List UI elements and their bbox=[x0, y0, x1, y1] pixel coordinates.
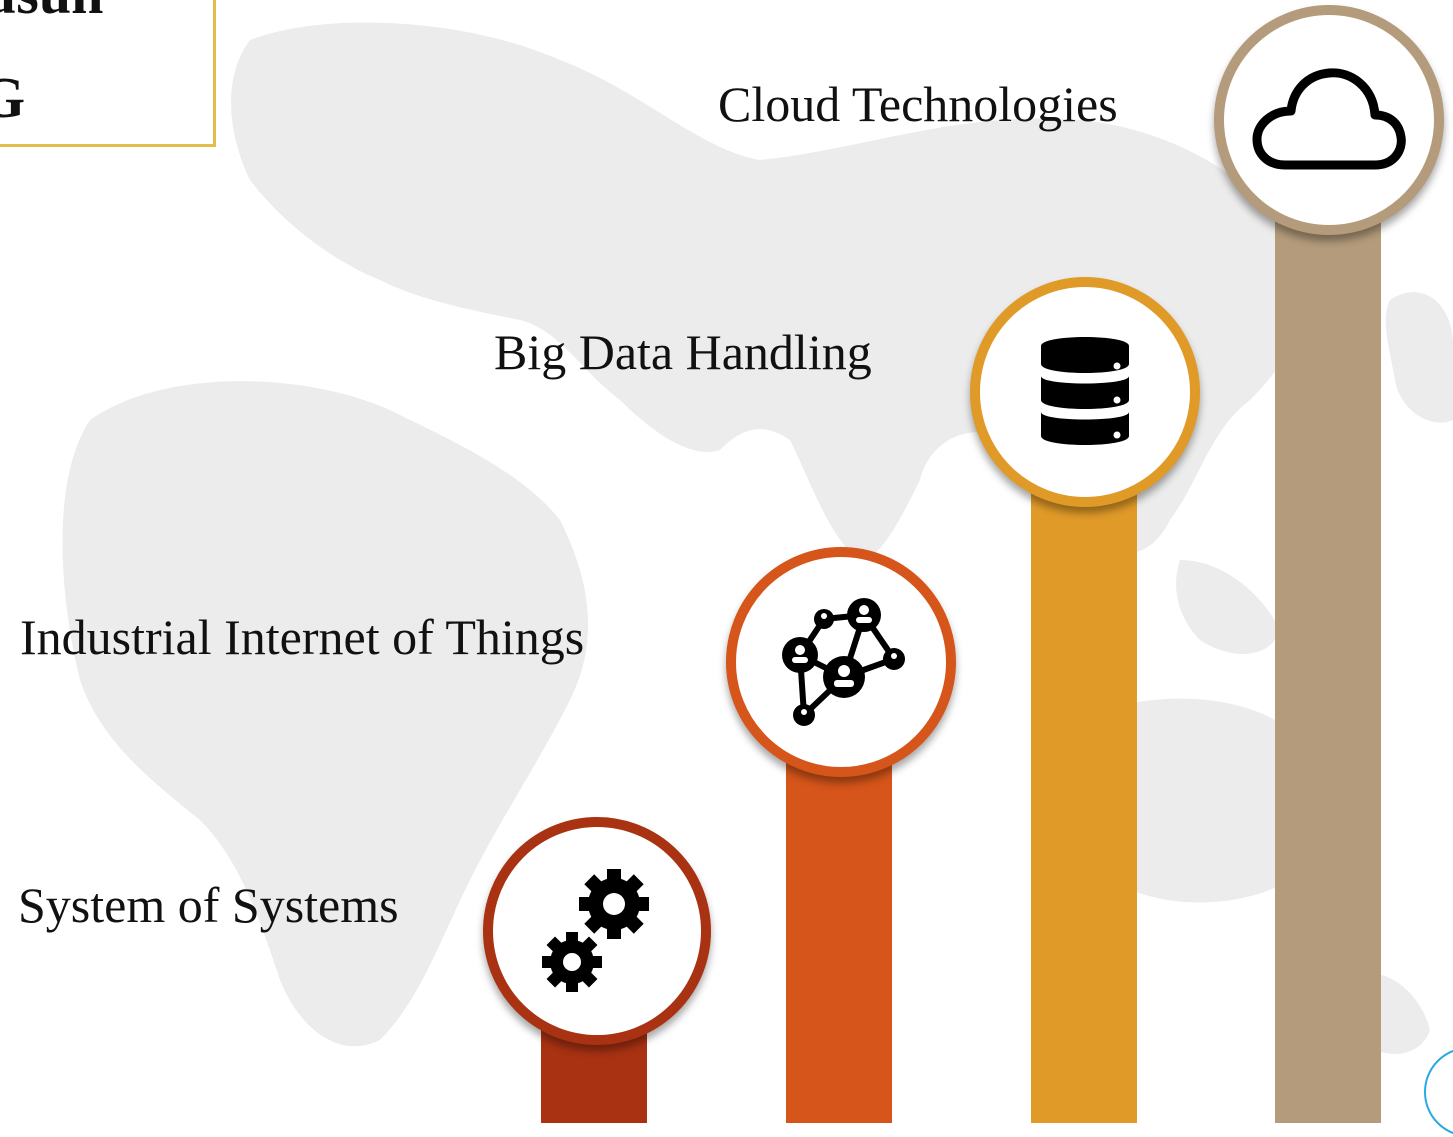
step-3-bar bbox=[1031, 490, 1137, 1123]
title-line-1: usun bbox=[0, 0, 103, 27]
database-icon bbox=[1041, 337, 1129, 445]
step-4-bar bbox=[1275, 200, 1381, 1123]
network-icon bbox=[782, 598, 905, 726]
step-2-label: Industrial Internet of Things bbox=[20, 609, 585, 665]
step-2-circle bbox=[726, 547, 956, 777]
step-4-label: Cloud Technologies bbox=[718, 76, 1118, 132]
step-1-circle bbox=[483, 817, 711, 1045]
title-line-2: G bbox=[0, 65, 26, 130]
gears-icon bbox=[542, 869, 649, 992]
step-2-bar bbox=[786, 750, 892, 1123]
title-box bbox=[0, 0, 216, 147]
step-3-label: Big Data Handling bbox=[494, 324, 872, 380]
step-4-circle bbox=[1214, 5, 1444, 235]
cloud-icon bbox=[1252, 68, 1406, 170]
step-1-label: System of Systems bbox=[18, 877, 399, 933]
step-3-circle bbox=[970, 277, 1200, 507]
